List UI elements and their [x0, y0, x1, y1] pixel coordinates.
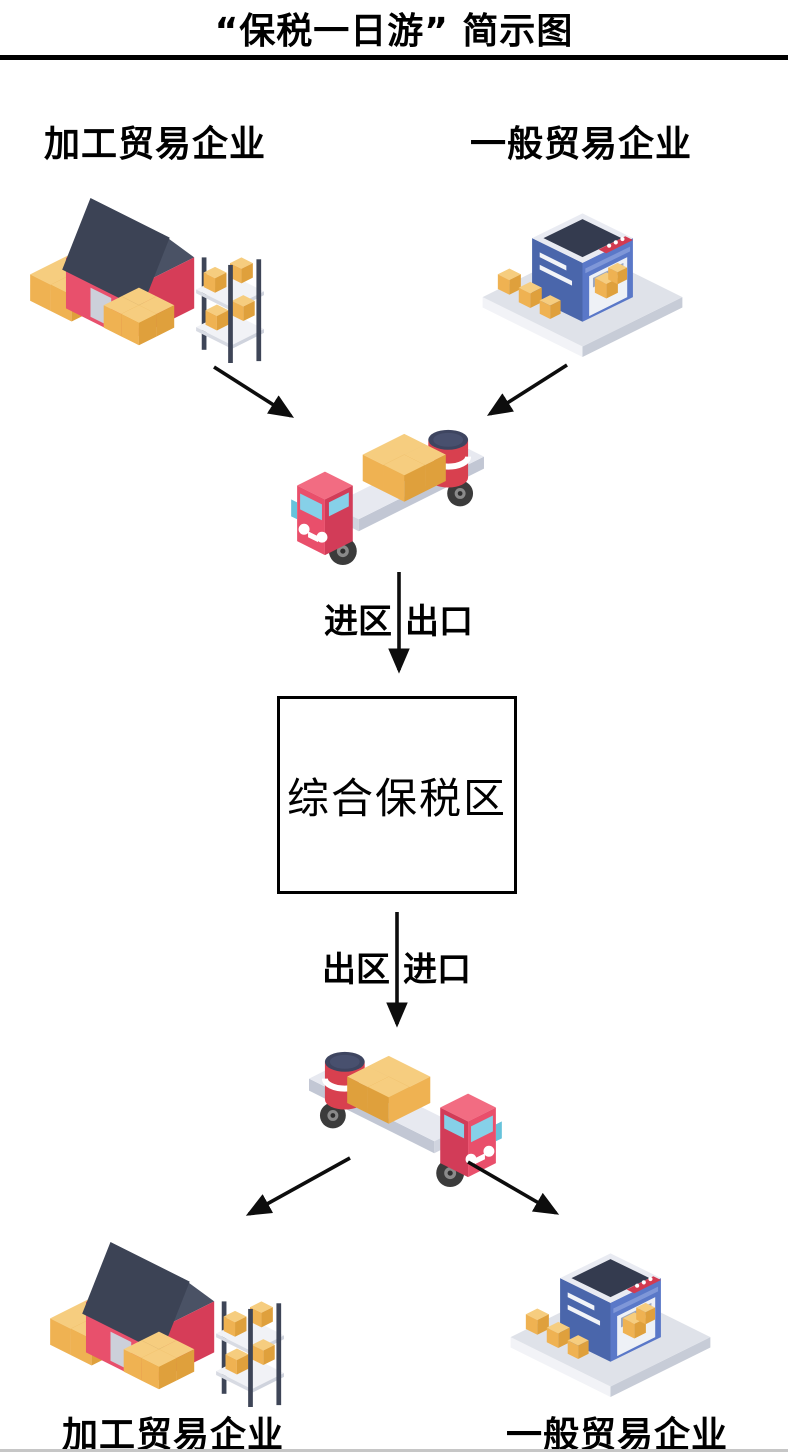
blue-warehouse-icon: [501, 1202, 720, 1397]
label-general-trade-bottom: 一般贸易企业: [506, 1415, 729, 1454]
flow-label-exit-zone: 出区: [322, 950, 390, 990]
cargo-truck-right-icon: [285, 1026, 504, 1190]
flow-label-export: 出口: [405, 602, 473, 642]
bonded-zone-label: 综合保税区: [286, 773, 507, 823]
red-warehouse-icon: [30, 165, 266, 363]
title-divider: [0, 55, 788, 60]
red-warehouse-icon: [50, 1209, 286, 1407]
label-processing-trade-top: 加工贸易企业: [44, 124, 267, 165]
bonded-zone-box: 综合保税区: [277, 696, 517, 894]
cargo-truck-left-icon: [289, 404, 508, 568]
flow-label-enter-zone: 进区: [324, 602, 392, 642]
bottom-divider: [0, 1449, 788, 1452]
flow-label-import: 进口: [403, 950, 471, 990]
page-title: “保税一日游” 简示图: [214, 11, 574, 52]
blue-warehouse-icon: [473, 162, 692, 357]
label-general-trade-top: 一般贸易企业: [470, 124, 693, 165]
label-processing-trade-bottom: 加工贸易企业: [62, 1415, 285, 1454]
